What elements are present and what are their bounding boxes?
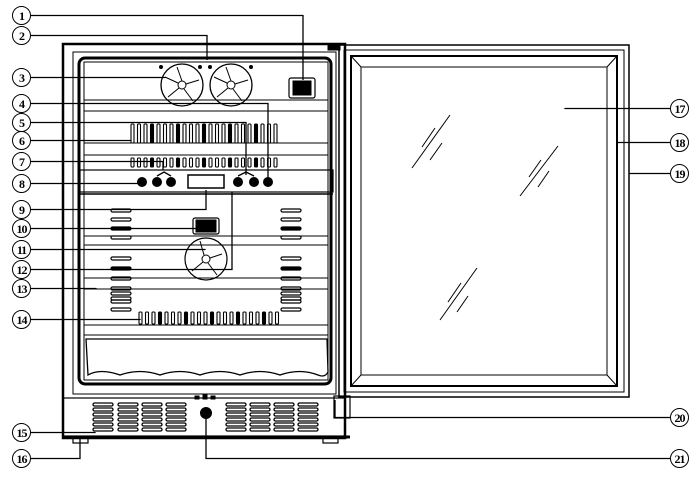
fan-pair (159, 63, 253, 107)
interior-inner (83, 61, 329, 381)
shelf-band-4 (83, 277, 329, 290)
drain-knob (200, 407, 212, 419)
callout-16: 16 (12, 449, 31, 468)
control-knobs (137, 171, 273, 187)
callout-18: 18 (670, 133, 689, 152)
callout-17: 17 (670, 99, 689, 118)
top-sensor (292, 80, 312, 96)
interior-frame (77, 56, 333, 386)
callout-8: 8 (12, 174, 31, 193)
shelf-band-3 (83, 235, 329, 246)
callout-3: 3 (12, 68, 31, 87)
top-hinge (327, 43, 341, 51)
callout-19: 19 (670, 164, 689, 183)
bottom-hinge (333, 395, 351, 419)
callout-9: 9 (12, 200, 31, 219)
callout-1: 1 (12, 6, 31, 25)
digital-display (187, 174, 225, 189)
callout-2: 2 (12, 26, 31, 45)
base-vents (92, 402, 319, 432)
leveling-foot-right (322, 437, 339, 444)
glass-door-outer (338, 44, 630, 398)
callout-12: 12 (12, 260, 31, 279)
bottom-bin (85, 338, 329, 377)
callout-10: 10 (12, 219, 31, 238)
evaporator-fan (184, 217, 228, 281)
vent-louvers-upper (130, 123, 278, 144)
callout-20: 20 (670, 408, 689, 427)
shelf-band-5 (83, 324, 329, 336)
callout-7: 7 (12, 152, 31, 171)
door-gasket (350, 55, 618, 387)
callout-14: 14 (12, 310, 31, 329)
callout-4: 4 (12, 94, 31, 113)
glass-reflection-marks (411, 114, 559, 321)
door-frame (343, 49, 625, 393)
callout-5: 5 (12, 113, 31, 132)
callout-leaders (31, 14, 670, 460)
callout-6: 6 (12, 131, 31, 150)
callout-21: 21 (670, 449, 689, 468)
callout-13: 13 (12, 279, 31, 298)
shelf-band-2 (83, 142, 329, 156)
callout-11: 11 (12, 240, 31, 259)
top-sensor-box (288, 77, 316, 99)
glass-pane (360, 66, 608, 376)
vent-louvers-middle (130, 157, 278, 168)
callout-15: 15 (12, 423, 31, 442)
shelf-band-1 (83, 99, 329, 112)
vent-louvers-lower (138, 311, 280, 325)
